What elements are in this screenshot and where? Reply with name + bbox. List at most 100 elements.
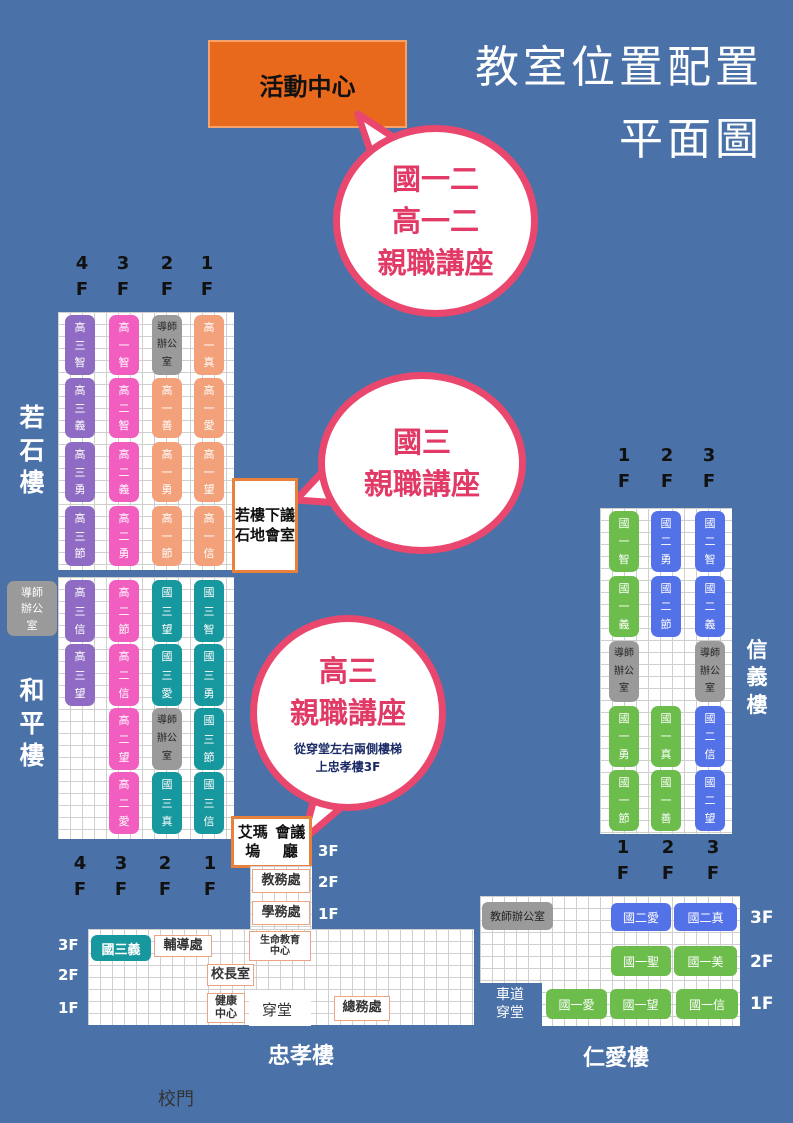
- zhongxiao-floor-3f: 3F: [58, 936, 79, 954]
- heping-room-r0-c3-char-0: 國: [203, 586, 215, 600]
- renai-floor-header-1-f: F: [661, 863, 675, 885]
- ruoshi-room-r1-c1-char-2: 智: [118, 419, 130, 433]
- heping-room-r0-c2-char-2: 望: [161, 622, 173, 636]
- xinyi-room-r4-c0-char-2: 節: [618, 812, 630, 825]
- ruoshi-room-r1-c2: 高一善: [152, 378, 182, 438]
- xinyi-room-r4-c1: 國一善: [651, 770, 681, 831]
- xinyi-room-r1-c2-char-0: 國: [704, 582, 716, 595]
- heping-room-r0-c0-char-2: 信: [74, 622, 86, 636]
- ruoshi-room-r1-c0-char-1: 三: [74, 401, 86, 415]
- ruoshi-room-r0-c0-char-1: 三: [74, 338, 86, 352]
- zhongxiao-floor-header-1-number: 3: [114, 853, 128, 874]
- ruoshi-room-r3-c1-char-1: 二: [118, 529, 130, 543]
- ruoshi-room-r1-c1-char-0: 高: [118, 383, 130, 397]
- heping-room-r3-c1-char-2: 愛: [118, 814, 130, 828]
- ruoshi-room-r3-c2-char-2: 節: [161, 547, 173, 561]
- right-floor-header-0-f: F: [617, 471, 631, 493]
- heping-room-r2-c1-char-0: 高: [118, 714, 130, 728]
- heping-room-r3-c1-char-0: 高: [118, 778, 130, 792]
- ruoshi-room-r3-c1-char-2: 勇: [118, 547, 130, 561]
- xinyi-room-r0-c0-char-1: 一: [618, 535, 630, 548]
- xinyi-room-r2-c2: 導師辦公室: [695, 641, 725, 702]
- heping-room-r0-c0-char-0: 高: [74, 586, 86, 600]
- ruoshi-room-r0-c2-char-2: 室: [162, 356, 172, 368]
- xinyi-name-char-1: 義: [746, 665, 768, 690]
- xinyi-building-name: 信義樓: [741, 637, 773, 719]
- heping-room-r1-c0-char-0: 高: [74, 650, 86, 664]
- bubble-bottom-note2: 上忠孝樓3F: [315, 760, 381, 775]
- ruoshi-room-r1-c0-char-0: 高: [74, 383, 86, 397]
- bubble-bottom-line2: 親職講座: [289, 696, 406, 730]
- basement-room-line-0: 若石: [234, 506, 250, 544]
- renai-floor-header-0-number: 1: [616, 837, 630, 858]
- ruoshi-room-r3-c1-char-0: 高: [118, 511, 130, 525]
- heping-room-r0-c0: 高三信: [65, 580, 95, 642]
- ruoshi-room-r0-c0-char-0: 高: [74, 320, 86, 334]
- xinyi-room-r0-c1: 國二勇: [651, 511, 681, 572]
- renai-teacher-office: 教師辦公室: [482, 902, 553, 930]
- health-center-line2: 中心: [215, 1007, 237, 1020]
- xinyi-room-r3-c0-char-2: 勇: [618, 748, 630, 761]
- heping-room-r2-c3-char-0: 國: [203, 714, 215, 728]
- ruoshi-room-r2-c3-char-0: 高: [203, 447, 215, 461]
- xinyi-room-r0-c0-char-2: 智: [618, 553, 630, 566]
- xinyi-room-r4-c0: 國一節: [609, 770, 639, 831]
- heping-room-r1-c1-char-0: 高: [118, 650, 130, 664]
- ruoshi-name-char-2: 樓: [19, 468, 45, 497]
- basement-room-line-2: 下會: [265, 506, 281, 544]
- ruoshi-room-r2-c0: 高三勇: [65, 442, 95, 502]
- left-floor-header-3-f: F: [200, 279, 214, 301]
- xinyi-room-r0-c0: 國一智: [609, 511, 639, 572]
- xinyi-room-r0-c2-char-0: 國: [704, 517, 716, 530]
- xinyi-room-r2-c0-char-1: 辦公: [614, 665, 634, 677]
- heping-room-r1-c2-char-2: 愛: [161, 686, 173, 700]
- ruoshi-room-r2-c1-char-2: 義: [118, 483, 130, 497]
- heping-room-r1-c0-char-2: 望: [74, 686, 86, 700]
- ruoshi-room-r2-c3-char-2: 望: [203, 483, 215, 497]
- heping-room-r1-c3-char-1: 三: [203, 668, 215, 682]
- ruoshi-room-r2-c3: 高一望: [194, 442, 224, 502]
- heping-room-r0-c3-char-1: 三: [203, 604, 215, 618]
- xinyi-room-r3-c1-char-1: 一: [660, 730, 672, 743]
- room-guo-san-yi: 國三義: [91, 935, 151, 961]
- left-floor-header-0-number: 4: [75, 253, 89, 274]
- left-floor-header-2-f: F: [160, 279, 174, 301]
- ruoshi-room-r3-c0: 高三節: [65, 506, 95, 566]
- ruoshi-room-r2-c2-char-1: 一: [161, 465, 173, 479]
- ruoshi-room-r1-c1-char-1: 二: [118, 401, 130, 415]
- renai-floor-header-2-f: F: [706, 863, 720, 885]
- ruoshi-room-r3-c3-char-0: 高: [203, 511, 215, 525]
- side-office-line-2: 室: [26, 618, 38, 632]
- heping-room-r1-c3-char-2: 勇: [203, 686, 215, 700]
- xinyi-room-r1-c2-char-2: 義: [704, 618, 716, 631]
- room-guo-yi-mei: 國一美: [674, 946, 737, 976]
- xinyi-room-r1-c0-char-2: 義: [618, 618, 630, 631]
- heping-room-r2-c1-char-2: 望: [118, 750, 130, 764]
- heping-room-r3-c3-char-0: 國: [203, 778, 215, 792]
- ruoshi-room-r2-c1-char-0: 高: [118, 447, 130, 461]
- ruoshi-room-r3-c2-char-1: 一: [161, 529, 173, 543]
- heping-room-r1-c3-char-0: 國: [203, 650, 215, 664]
- ruoshi-room-r0-c1: 高一智: [109, 315, 139, 375]
- side-office-line-1: 辦公: [21, 602, 43, 615]
- room-guo-er-ai: 國二愛: [611, 903, 671, 931]
- ruoshi-room-r1-c2-char-0: 高: [161, 383, 173, 397]
- heping-room-r2-c1-char-1: 二: [118, 732, 130, 746]
- ruoshi-room-r2-c2-char-2: 勇: [161, 483, 173, 497]
- ruoshi-room-r0-c0: 高三智: [65, 315, 95, 375]
- ruoshi-room-r1-c0: 高三義: [65, 378, 95, 438]
- ruoshi-room-r0-c2-char-0: 導師: [157, 321, 177, 333]
- heping-room-r2-c2-char-2: 室: [162, 751, 172, 762]
- ruoshi-room-r0-c1-char-2: 智: [118, 356, 130, 370]
- bubble-top-line2: 高一二: [391, 203, 479, 238]
- health-center-line1: 健康: [215, 994, 237, 1008]
- xinyi-room-r3-c2-char-0: 國: [704, 712, 716, 725]
- heping-room-r1-c2-char-0: 國: [161, 650, 173, 664]
- zhongxiao-floor-header-3-f: F: [203, 879, 217, 901]
- heping-room-r2-c3-char-2: 節: [203, 750, 215, 764]
- ruoshi-room-r0-c1-char-1: 一: [118, 338, 130, 352]
- bubble-middle-line1: 國三: [392, 424, 451, 459]
